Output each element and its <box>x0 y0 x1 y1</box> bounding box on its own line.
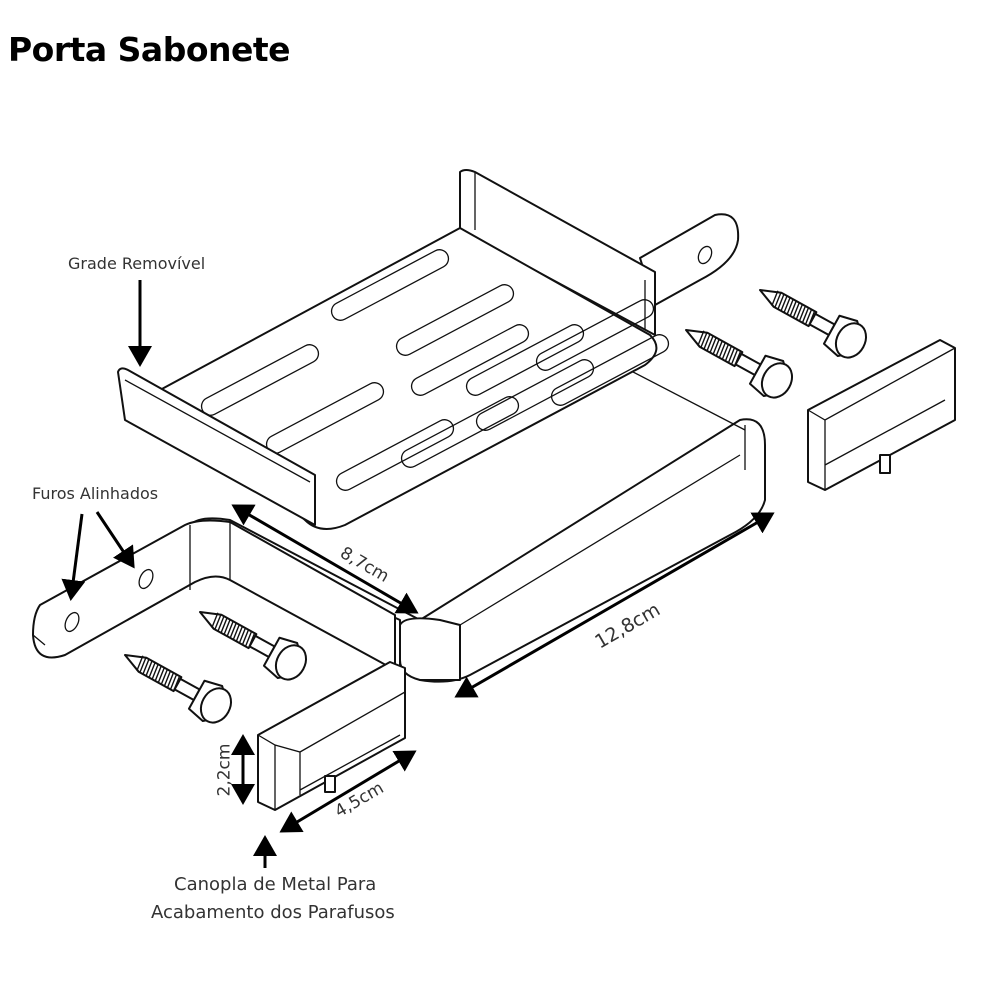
label-grade-removivel: Grade Removível <box>68 254 206 273</box>
grid-slots <box>200 249 670 491</box>
grid-slot <box>330 249 450 321</box>
canopla-right <box>807 339 956 491</box>
mounting-hole <box>697 245 713 265</box>
furos-arrow-2 <box>95 511 135 569</box>
screw-icon <box>199 611 307 681</box>
screw-icon <box>685 329 793 399</box>
left-bracket <box>32 519 396 671</box>
furos-arrow-1 <box>61 513 86 601</box>
canopla-dimension-arrow <box>279 750 417 833</box>
grid-slot <box>395 284 515 356</box>
width-dimension-arrow <box>454 512 775 698</box>
dimension-height: 2,2cm <box>214 743 235 797</box>
screw-icon <box>124 654 232 724</box>
screw-icon <box>759 289 867 359</box>
grid-slot <box>535 299 655 371</box>
grid-slot <box>200 344 320 416</box>
grid-slot <box>400 396 520 468</box>
depth-dimension-arrow <box>231 504 419 614</box>
label-furos-alinhados: Furos Alinhados <box>32 484 159 503</box>
grid-slot <box>410 324 530 396</box>
label-canopla-line2: Acabamento dos Parafusos <box>151 902 395 923</box>
grid-slot <box>335 419 455 491</box>
removable-grid <box>117 227 670 530</box>
page-title: Porta Sabonete <box>8 30 291 69</box>
canopla-stud <box>324 775 336 793</box>
canopla-stud <box>879 454 891 474</box>
grid-slot <box>465 324 585 396</box>
grid-slot <box>475 359 595 431</box>
label-canopla-line1: Canopla de Metal Para <box>174 874 377 895</box>
aligned-hole-1 <box>64 611 80 633</box>
grid-slot <box>550 334 670 406</box>
grid-back-wall <box>459 169 656 336</box>
aligned-hole-2 <box>138 568 154 590</box>
back-mounting-arm <box>639 213 740 306</box>
screws <box>124 289 867 724</box>
